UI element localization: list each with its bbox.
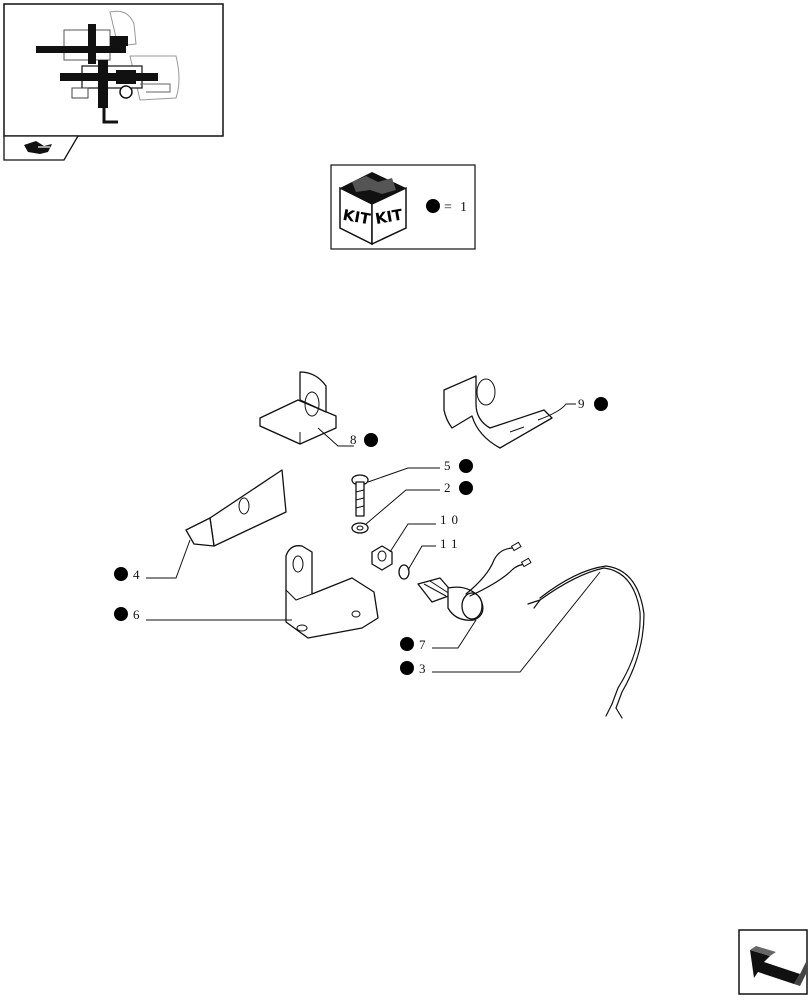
callout-3: 3 xyxy=(400,661,426,676)
callout-label-9: 9 xyxy=(578,396,585,411)
kit-legend: KIT KIT = 1 xyxy=(330,164,476,250)
callout-label-11: 11 xyxy=(440,536,463,551)
callout-9: 9 xyxy=(578,396,608,411)
part-9-bracket xyxy=(443,375,553,449)
callout-label-5: 5 xyxy=(444,458,451,473)
kit-word-right: KIT xyxy=(374,205,405,228)
filled-circle-icon xyxy=(364,433,378,447)
callout-label-4: 4 xyxy=(133,567,140,582)
part-3-harness xyxy=(527,565,645,719)
part-4-plate xyxy=(185,469,287,547)
part-5-bolt xyxy=(351,474,369,517)
part-8-bracket xyxy=(259,371,337,445)
callout-label-2: 2 xyxy=(444,480,451,495)
filled-circle-icon xyxy=(594,397,608,411)
section-tab[interactable] xyxy=(3,135,80,161)
part-6-bracket xyxy=(285,545,379,639)
filled-circle-icon xyxy=(400,661,414,675)
filled-circle-icon xyxy=(114,607,128,621)
part-10-nut xyxy=(371,545,393,571)
part-11-washer xyxy=(398,564,410,580)
kit-legend-count: 1 xyxy=(460,200,467,215)
callout-11: 11 xyxy=(440,536,463,551)
filled-circle-icon xyxy=(459,459,473,473)
callout-8: 8 xyxy=(350,432,378,447)
callout-2: 2 xyxy=(444,480,473,495)
kit-word-left: KIT xyxy=(341,206,372,229)
part-7-switch xyxy=(417,541,532,621)
callout-label-8: 8 xyxy=(350,432,357,447)
callout-label-7: 7 xyxy=(419,637,426,652)
callout-label-6: 6 xyxy=(133,607,140,622)
part-2-washer xyxy=(351,522,369,534)
kit-legend-equals: = xyxy=(444,200,452,215)
filled-circle-icon xyxy=(426,199,440,213)
callout-4: 4 xyxy=(114,567,140,582)
callout-label-10: 10 xyxy=(440,512,463,527)
callout-6: 6 xyxy=(114,607,140,622)
kit-box-icon: KIT KIT xyxy=(339,172,407,246)
section-tab-icon xyxy=(24,141,52,154)
assembly-thumbnail[interactable] xyxy=(3,3,224,137)
filled-circle-icon xyxy=(114,567,128,581)
filled-circle-icon xyxy=(400,637,414,651)
leader-lines xyxy=(146,403,601,673)
filled-circle-icon xyxy=(459,481,473,495)
next-page-button[interactable] xyxy=(738,929,808,995)
callout-7: 7 xyxy=(400,637,426,652)
assembly-thumbnail-icon xyxy=(36,10,180,124)
callout-10: 10 xyxy=(440,512,463,527)
callout-label-3: 3 xyxy=(419,661,426,676)
callout-5: 5 xyxy=(444,458,473,473)
next-page-arrow-icon xyxy=(750,946,806,986)
